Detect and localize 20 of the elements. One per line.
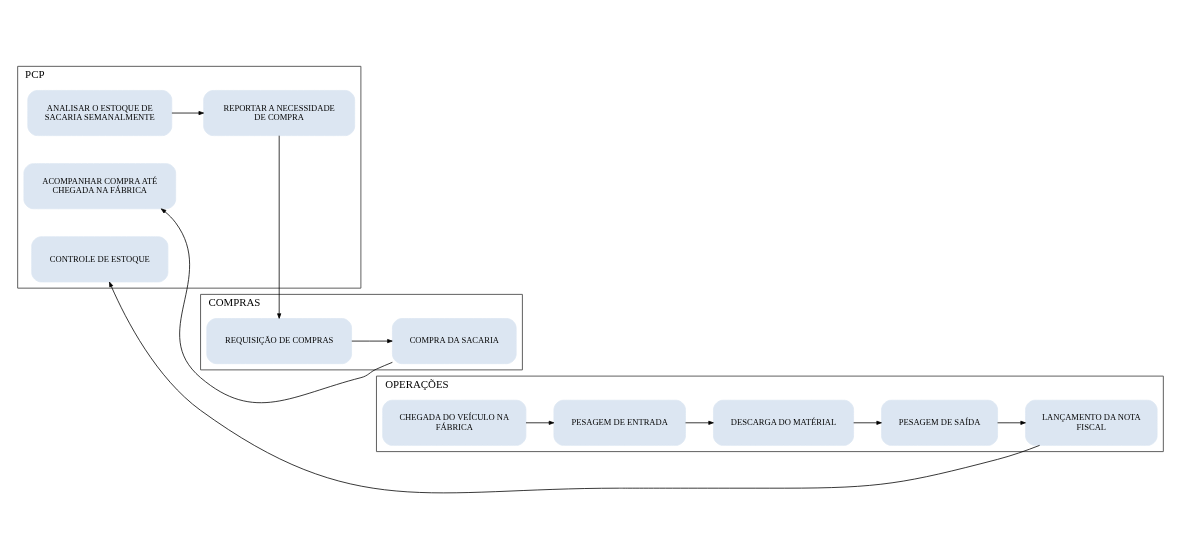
node-box: ACOMPANHAR COMPRA ATÉ CHEGADA NA FÁBRICA <box>23 162 177 209</box>
arrow <box>351 338 393 343</box>
node-box: PESAGEM DE SAÍDA <box>881 399 998 446</box>
node-box: CONTROLE DE ESTOQUE <box>31 235 169 282</box>
arrow <box>160 207 393 403</box>
node-box: REPORTAR A NECESSIDADE DE COMPRA <box>203 89 356 136</box>
arrow <box>525 420 555 425</box>
arrow <box>171 110 204 115</box>
node-box: LANÇAMENTO DA NOTA FISCAL <box>1025 399 1158 446</box>
node-box: PESAGEM DE ENTRADA <box>553 399 686 446</box>
arrow <box>685 420 714 425</box>
arrow <box>277 134 282 319</box>
node-box: ANALISAR O ESTOQUE DE SACARIA SEMANALMENTE <box>27 89 173 136</box>
node-box: DESCARGA DO MATÉRIAL <box>713 399 854 446</box>
node-box: COMPRA DA SACARIA <box>392 317 517 364</box>
arrow <box>853 420 882 425</box>
arrow <box>997 420 1026 425</box>
arrow <box>109 281 1041 493</box>
node-box: CHEGADA DO VEÍCULO NA FÁBRICA <box>382 399 527 446</box>
node-box: REQUISIÇÃO DE COMPRAS <box>206 317 352 364</box>
